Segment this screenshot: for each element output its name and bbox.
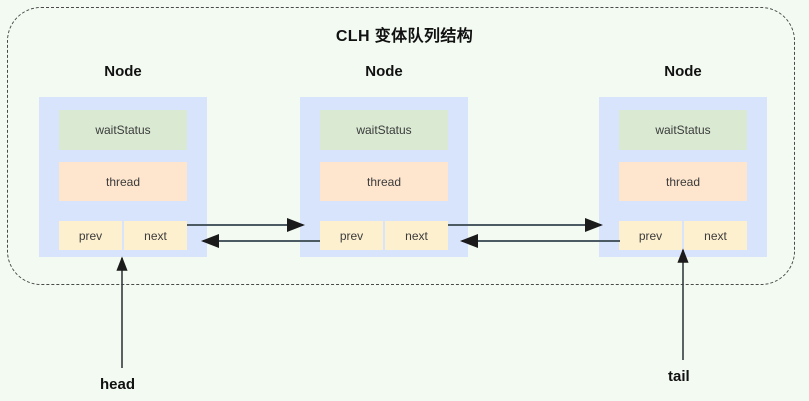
node-2-field-next: next: [385, 221, 448, 250]
node-2-title: Node: [365, 63, 403, 80]
node-2-field-thread: thread: [320, 162, 448, 201]
node-2-box: waitStatus thread prev next: [300, 97, 468, 257]
node-3-title: Node: [664, 63, 702, 80]
node-3-field-next: next: [684, 221, 747, 250]
node-1-field-prev: prev: [59, 221, 122, 250]
node-2-field-prev: prev: [320, 221, 383, 250]
node-3-field-prev: prev: [619, 221, 682, 250]
node-1-field-thread: thread: [59, 162, 187, 201]
head-pointer-label: head: [100, 376, 136, 393]
node-3-field-thread: thread: [619, 162, 747, 201]
node-3-box: waitStatus thread prev next: [599, 97, 767, 257]
node-1-field-next: next: [124, 221, 187, 250]
node-1-box: waitStatus thread prev next: [39, 97, 207, 257]
node-1-field-waitstatus: waitStatus: [59, 110, 187, 150]
tail-pointer-label: tail: [668, 368, 690, 385]
node-3-field-waitstatus: waitStatus: [619, 110, 747, 150]
page-title: CLH 变体队列结构: [335, 28, 474, 45]
node-1-title: Node: [104, 63, 142, 80]
node-2-field-waitstatus: waitStatus: [320, 110, 448, 150]
